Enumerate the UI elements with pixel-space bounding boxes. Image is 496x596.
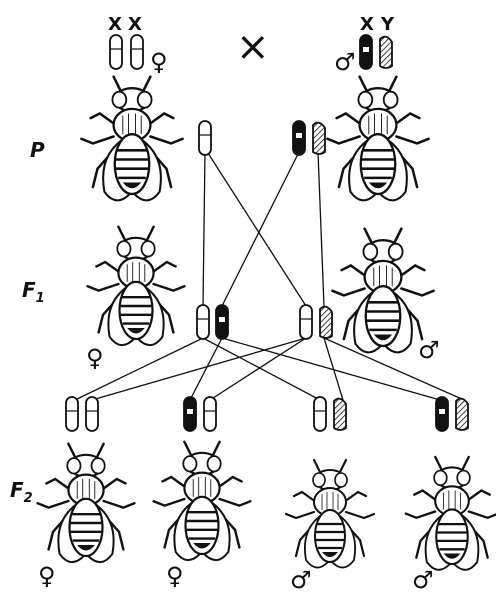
f2-group1-chromosome-1: [66, 397, 78, 431]
f2-fly-4: [406, 457, 496, 570]
f2-group1-chromosome-2: [86, 397, 98, 431]
header-female-x1-chromosome: [110, 35, 122, 69]
f1-male-chromosome-y: [320, 307, 332, 338]
f2-fly-3: [286, 460, 374, 568]
f2-group3-chromosome-1: [314, 397, 326, 431]
f2-group2-chromosome-2: [204, 397, 216, 431]
p-male-gamete-y-chromosome: [313, 123, 325, 154]
p-male-gamete-x-chromosome: [293, 121, 305, 155]
f1-female-chromosome-1: [197, 305, 209, 339]
header-female-x2-chromosome: [131, 35, 143, 69]
f1-male-chromosome-x: [300, 305, 312, 339]
f2-fly-2: [154, 442, 251, 560]
header-male-x-chromosome: [360, 35, 372, 69]
parent-male-fly: [327, 77, 428, 201]
p-female-gamete-chromosome: [199, 121, 211, 155]
header-male-y-chromosome: [380, 37, 392, 68]
f1-male-fly: [332, 229, 433, 353]
f2-group4-chromosome-1: [436, 397, 448, 431]
f2-group2-chromosome-1: [184, 397, 196, 431]
parent-female-fly: [81, 77, 182, 201]
f1-female-chromosome-2: [216, 305, 228, 339]
f2-fly-1: [38, 444, 135, 562]
f2-group4-chromosome-2: [456, 399, 468, 430]
f1-female-fly: [88, 227, 185, 345]
f2-group3-chromosome-2: [334, 399, 346, 430]
